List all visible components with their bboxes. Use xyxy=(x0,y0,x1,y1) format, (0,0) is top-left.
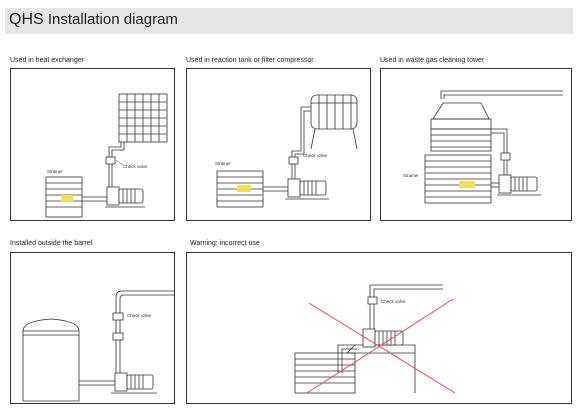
tower-roof xyxy=(432,102,490,120)
check-valve-label: Check valve xyxy=(381,299,406,304)
panel-caption-reaction-tank: Used in reaction tank or filter compress… xyxy=(186,57,314,64)
pump-motor xyxy=(510,176,538,192)
pump-head xyxy=(498,174,512,194)
header-bar: QHS Installation diagram xyxy=(5,8,573,34)
check-valve-label: Check valve xyxy=(303,153,328,158)
strainer-highlight xyxy=(237,185,251,192)
pump-head xyxy=(114,372,128,392)
check-valve xyxy=(367,296,378,305)
strainer-highlight xyxy=(459,181,475,188)
panel-warning: Check valve xyxy=(186,252,572,404)
strainer-highlight xyxy=(61,195,73,202)
pump-head xyxy=(106,186,120,206)
strainer-label: Strainer xyxy=(215,161,231,166)
outside-barrel-diagram: Check valve xyxy=(22,290,174,402)
check-valve xyxy=(112,312,124,321)
check-valve-label: Check valve xyxy=(127,313,152,318)
warning-cross-line-1 xyxy=(308,302,456,394)
brand-name: QHS xyxy=(9,11,44,28)
panel-heat-exchanger: Strainer Check valve xyxy=(10,68,175,221)
platform xyxy=(346,344,416,393)
check-valve-label: Check valve xyxy=(123,164,148,169)
check-valve xyxy=(500,152,511,161)
panel-reaction-tank: Strainer Check valve xyxy=(186,68,371,221)
pump-head xyxy=(287,178,301,198)
check-valve xyxy=(105,156,116,165)
pump-motor xyxy=(126,374,154,390)
warning-diagram: Check valve xyxy=(294,284,456,394)
strainer-label: Strainer xyxy=(403,173,419,178)
waste-gas-diagram: Strainer xyxy=(403,90,563,204)
panel-waste-gas: Strainer xyxy=(380,68,572,221)
warning-cross-line-2 xyxy=(306,298,454,394)
panel-caption-outside-barrel: Installed outside the barrel xyxy=(10,240,93,247)
tower-body xyxy=(430,128,492,152)
heat-exchanger-diagram: Strainer Check valve xyxy=(45,93,168,218)
page-title: QHS Installation diagram xyxy=(9,11,178,29)
pump-motor xyxy=(299,180,327,196)
tank xyxy=(294,352,356,394)
strainer-label: Strainer xyxy=(47,169,63,174)
pump-head xyxy=(362,328,376,348)
filter-compressor xyxy=(310,94,358,130)
panel-caption-waste-gas: Used in waste gas cleaning tower xyxy=(380,57,485,64)
panel-outside-barrel: Check valve xyxy=(10,252,175,404)
panel-caption-warning: Warning: incorrect use xyxy=(190,240,260,247)
title-text: Installation diagram xyxy=(47,11,178,28)
check-valve xyxy=(288,156,299,165)
reaction-tank-diagram: Strainer Check valve xyxy=(215,94,358,208)
panel-caption-heat-exchanger: Used in heat exchanger xyxy=(10,57,84,64)
pump-motor xyxy=(374,330,404,346)
